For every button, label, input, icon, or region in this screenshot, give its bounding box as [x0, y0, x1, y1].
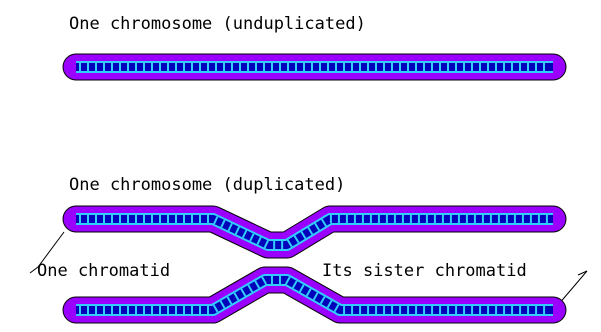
rung	[213, 216, 219, 225]
rung	[305, 288, 312, 297]
rung	[240, 288, 247, 297]
rung	[286, 239, 293, 248]
rung	[298, 284, 305, 293]
chromatid-upper-strand-inner	[76, 215, 553, 249]
rung	[263, 240, 269, 249]
chromatid-lower-rungs	[79, 276, 546, 314]
rung	[256, 236, 262, 245]
chromatid-lower	[62, 266, 567, 324]
label-sister-chromatid: Its sister chromatid	[322, 261, 527, 281]
rung	[326, 300, 333, 309]
chromosome-render-layer	[62, 53, 567, 324]
rung	[284, 276, 291, 285]
rung	[314, 222, 321, 231]
label-one-chromatid: One chromatid	[37, 261, 170, 281]
rung	[233, 292, 240, 301]
rung	[220, 219, 226, 228]
rung	[312, 292, 319, 301]
rung	[261, 276, 267, 285]
rung	[247, 284, 254, 293]
label-duplicated: One chromosome (duplicated)	[69, 175, 345, 195]
rung	[254, 280, 261, 289]
rung	[212, 304, 219, 313]
rung	[234, 226, 241, 235]
rung	[249, 233, 255, 242]
rung	[291, 280, 298, 289]
rung	[321, 218, 327, 227]
rung	[219, 300, 226, 309]
rung	[242, 229, 248, 238]
rung	[333, 304, 340, 313]
chromosome-unduplicated	[62, 53, 567, 81]
rung	[293, 235, 300, 244]
label-unduplicated: One chromosome (unduplicated)	[69, 14, 366, 34]
chromatid-upper	[62, 205, 567, 259]
rung	[300, 231, 307, 240]
rung	[227, 223, 233, 232]
chromatid-leader-line	[29, 231, 65, 274]
chromatid-upper-rungs	[79, 215, 548, 249]
sister-leader-line	[557, 270, 588, 306]
rung	[319, 296, 326, 305]
rung	[307, 227, 314, 235]
rung	[226, 296, 233, 305]
chromosome-unduplicated-rungs	[79, 63, 545, 71]
